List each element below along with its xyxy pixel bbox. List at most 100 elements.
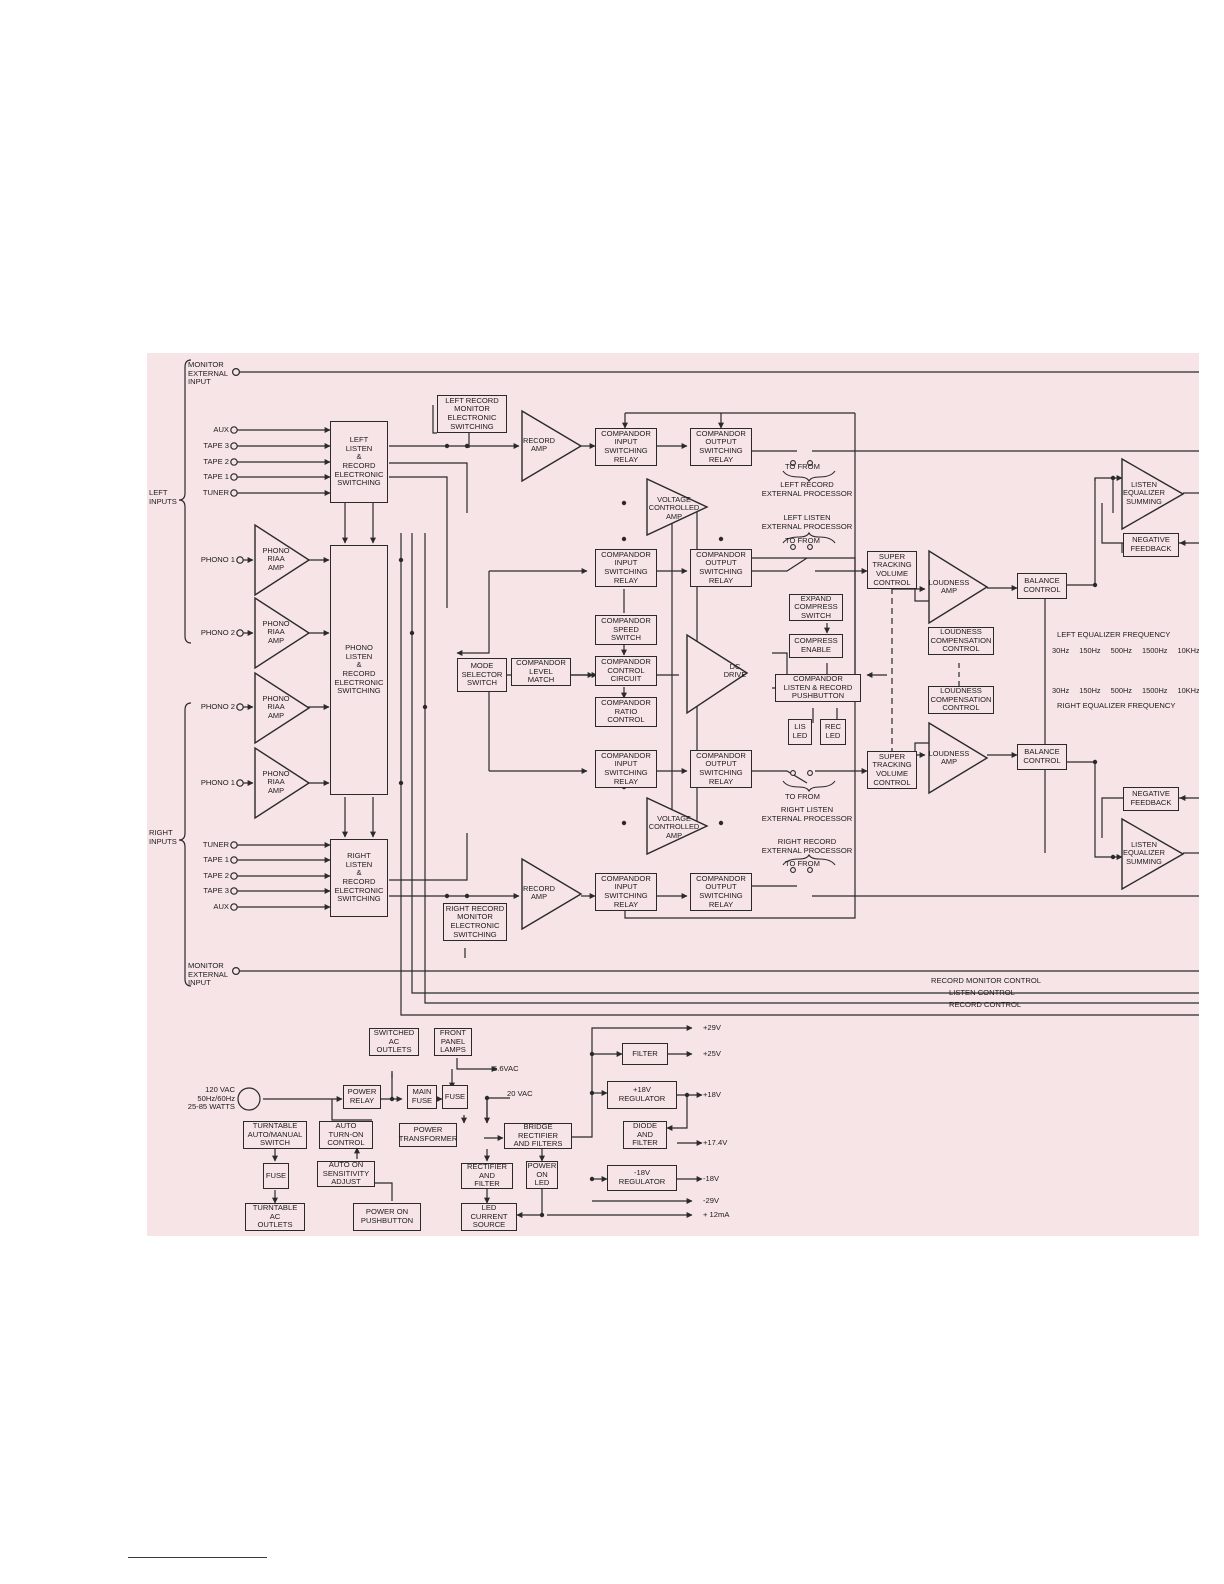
compandor-output-relay-4: COMPANDOR OUTPUT SWITCHING RELAY xyxy=(690,873,752,911)
balance-control-left: BALANCE CONTROL xyxy=(1017,573,1067,599)
record-amp-left xyxy=(521,409,583,483)
mains-rating: 120 VAC 50Hz/60Hz 25-85 WATTS xyxy=(187,1085,235,1112)
phono-amp-left-1 xyxy=(254,523,311,597)
switched-ac-outlets: SWITCHED AC OUTLETS xyxy=(369,1028,419,1056)
loudness-amp-right xyxy=(928,721,989,795)
compandor-speed-switch: COMPANDOR SPEED SWITCH xyxy=(595,615,657,645)
power-on-led: POWER ON LED xyxy=(526,1161,558,1189)
output-plus29v: +29V xyxy=(703,1023,721,1032)
output-minus29v: -29V xyxy=(703,1196,720,1205)
compandor-listen-record-pushbutton: COMPANDOR LISTEN & RECORD PUSHBUTTON xyxy=(775,674,861,702)
listen-control-label: LISTEN CONTROL xyxy=(949,988,1015,997)
left-inputs-label: LEFT INPUTS xyxy=(149,488,177,506)
output-plus17v: +17.4V xyxy=(703,1138,728,1147)
compress-enable: COMPRESS ENABLE xyxy=(789,634,843,658)
left-inputs-brace xyxy=(178,359,192,644)
dc-drive-label: DC DRIVE xyxy=(723,662,747,680)
compandor-input-relay-4: COMPANDOR INPUT SWITCHING RELAY xyxy=(595,873,657,911)
vca-label-right: VOLTAGE CONTROLLED AMP xyxy=(648,814,700,840)
record-monitor-control-label: RECORD MONITOR CONTROL xyxy=(931,976,1041,985)
super-tracking-volume-right: SUPER TRACKING VOLUME CONTROL xyxy=(867,751,917,789)
left-source-tape1: TAPE 1 xyxy=(203,472,229,481)
phono-left-2: PHONO 2 xyxy=(200,628,235,637)
super-tracking-volume-left: SUPER TRACKING VOLUME CONTROL xyxy=(867,551,917,589)
right-listen-record-switching: RIGHT LISTEN & RECORD ELECTRONIC SWITCHI… xyxy=(330,839,388,917)
loudness-amp-label-right: LOUDNESS AMP xyxy=(928,749,970,767)
right-eq-band: 500Hz xyxy=(1110,686,1133,695)
expand-compress-switch: EXPAND COMPRESS SWITCH xyxy=(789,594,843,621)
left-record-ext-processor: LEFT RECORD EXTERNAL PROCESSOR xyxy=(761,480,853,498)
led-current-source: LED CURRENT SOURCE xyxy=(461,1203,517,1231)
right-eq-band: 1500Hz xyxy=(1142,686,1168,695)
phono-right-1: PHONO 1 xyxy=(200,778,235,787)
left-eq-band: 1500Hz xyxy=(1142,646,1168,655)
vca-right xyxy=(646,796,709,856)
record-amp-right xyxy=(521,857,583,931)
phono-riaa-amp-label-3: PHONO RIAA AMP xyxy=(262,694,290,720)
phono-right-2: PHONO 2 xyxy=(200,702,235,711)
listen-eq-left xyxy=(1121,457,1185,531)
left-listen-to-from: TO FROM xyxy=(785,536,820,545)
phono-amp-left-2 xyxy=(254,596,311,670)
phono-riaa-amp-label-2: PHONO RIAA AMP xyxy=(262,619,290,645)
compandor-output-relay-1: COMPANDOR OUTPUT SWITCHING RELAY xyxy=(690,428,752,466)
compandor-ratio-control: COMPANDOR RATIO CONTROL xyxy=(595,697,657,727)
auto-turn-on-control: AUTO TURN-ON CONTROL xyxy=(319,1121,373,1149)
monitor-external-input-top: MONITOR EXTERNAL INPUT xyxy=(188,360,229,387)
right-record-to-from: TO FROM xyxy=(785,859,820,868)
left-eq-band: 10KHz xyxy=(1177,646,1200,655)
compandor-output-relay-3: COMPANDOR OUTPUT SWITCHING RELAY xyxy=(690,750,752,788)
rec-led: REC LED xyxy=(820,719,846,745)
turntable-ac-outlets: TURNTABLE AC OUTLETS xyxy=(245,1203,305,1231)
dc-drive-triangle xyxy=(686,633,749,715)
power-on-pushbutton[interactable]: POWER ON PUSHBUTTON xyxy=(353,1203,421,1231)
rectifier-and-filter: RECTIFIER AND FILTER xyxy=(461,1162,513,1189)
voltage-20vac: 20 VAC xyxy=(507,1089,533,1098)
phono-riaa-amp-label-1: PHONO RIAA AMP xyxy=(262,546,290,572)
left-eq-title: LEFT EQUALIZER FREQUENCY xyxy=(1057,630,1171,639)
loudness-amp-label-left: LOUDNESS AMP xyxy=(928,578,970,596)
loudness-compensation-left: LOUDNESS COMPENSATION CONTROL xyxy=(928,627,994,655)
compandor-input-relay-1: COMPANDOR INPUT SWITCHING RELAY xyxy=(595,428,657,466)
compandor-output-relay-2: COMPANDOR OUTPUT SWITCHING RELAY xyxy=(690,549,752,587)
right-eq-band: 150Hz xyxy=(1079,686,1101,695)
output-plus25v: +25V xyxy=(703,1049,721,1058)
left-eq-bands: 30Hz 150Hz 500Hz 1500Hz 10KHz xyxy=(1052,646,1199,655)
right-record-ext-processor: RIGHT RECORD EXTERNAL PROCESSOR xyxy=(761,837,853,855)
right-source-tape2: TAPE 2 xyxy=(203,871,229,880)
right-source-tuner: TUNER xyxy=(202,840,229,849)
front-panel-lamps: FRONT PANEL LAMPS xyxy=(434,1028,472,1056)
right-eq-band: 30Hz xyxy=(1052,686,1070,695)
output-12ma: + 12mA xyxy=(703,1210,730,1219)
compandor-control-circuit: COMPANDOR CONTROL CIRCUIT xyxy=(595,656,657,686)
power-transformer: POWER TRANSFORMER xyxy=(399,1123,457,1147)
block-diagram: MONITOR EXTERNAL INPUT LEFT INPUTS RIGHT… xyxy=(147,353,1199,1236)
record-amp-label-right: RECORD AMP xyxy=(522,884,556,902)
right-source-aux: AUX xyxy=(213,902,229,911)
left-source-tape3: TAPE 3 xyxy=(203,441,229,450)
bridge-rectifier: BRIDGE RECTIFIER AND FILTERS xyxy=(504,1122,572,1149)
filter: FILTER xyxy=(622,1043,668,1065)
negative-feedback-right: NEGATIVE FEEDBACK xyxy=(1123,787,1179,811)
right-inputs-brace xyxy=(178,702,192,987)
listen-eq-right xyxy=(1121,817,1185,891)
right-eq-title: RIGHT EQUALIZER FREQUENCY xyxy=(1057,701,1176,710)
right-source-tape3: TAPE 3 xyxy=(203,886,229,895)
pos18v-regulator: +18V REGULATOR xyxy=(607,1081,677,1109)
right-source-tape1: TAPE 1 xyxy=(203,855,229,864)
phono-riaa-amp-label-4: PHONO RIAA AMP xyxy=(262,769,290,795)
left-listen-ext-processor: LEFT LISTEN EXTERNAL PROCESSOR xyxy=(761,513,853,531)
output-minus18v: -18V xyxy=(703,1174,720,1183)
fuse: FUSE xyxy=(442,1085,468,1109)
mode-selector-switch: MODE SELECTOR SWITCH xyxy=(457,658,507,692)
phono-left-1: PHONO 1 xyxy=(200,555,235,564)
main-fuse: MAIN FUSE xyxy=(407,1085,437,1109)
vca-label-left: VOLTAGE CONTROLLED AMP xyxy=(648,495,700,521)
listen-eq-label-left: LISTEN EQUALIZER SUMMING xyxy=(1123,480,1165,506)
vca-left xyxy=(646,477,709,537)
ac-plug-icon xyxy=(237,1087,261,1111)
right-listen-ext-processor: RIGHT LISTEN EXTERNAL PROCESSOR xyxy=(761,805,853,823)
right-eq-band: 10KHz xyxy=(1177,686,1200,695)
monitor-external-input-bottom: MONITOR EXTERNAL INPUT xyxy=(188,961,229,988)
voltage-5-6vac: 5.6VAC xyxy=(493,1064,519,1073)
